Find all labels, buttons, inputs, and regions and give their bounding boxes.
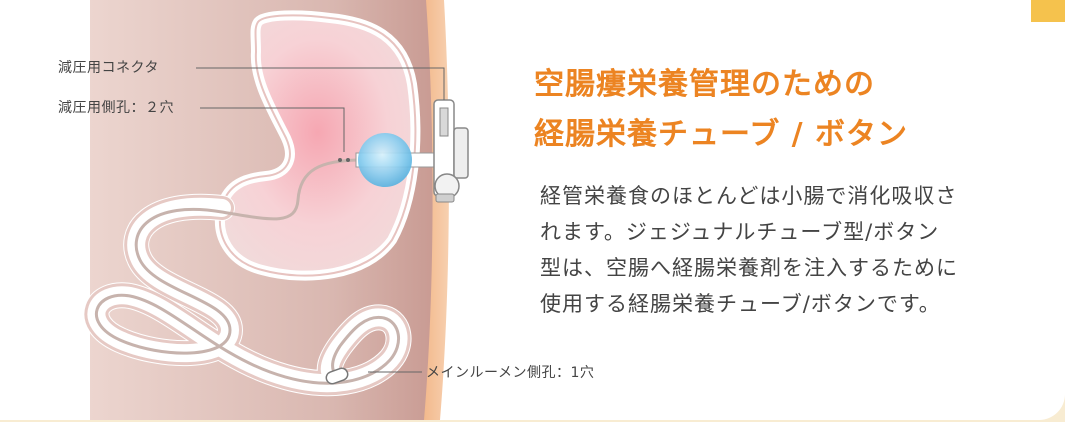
jejunostomy-illustration <box>83 0 469 420</box>
corner-tab <box>1031 0 1065 22</box>
description-line-3: 型は、空腸へ経腸栄養剤を注入するために <box>540 256 958 280</box>
description-line-2: れます。ジェジュナルチューブ型/ボタン <box>540 220 940 244</box>
tube-tip <box>325 367 349 385</box>
description-line-4: 使用する経腸栄養チューブ/ボタンです。 <box>540 292 941 316</box>
title-line-1: 空腸瘻栄養管理のための <box>534 67 875 102</box>
feeding-tube <box>95 158 442 385</box>
balloon <box>358 133 412 187</box>
label-decompression-side-holes: 減圧用側孔：２穴 <box>58 100 174 116</box>
label-decompression-connector: 減圧用コネクタ <box>58 60 159 76</box>
title-line-2: 経腸栄養チューブ / ボタン <box>534 117 909 152</box>
description: 経管栄養食のほとんどは小腸で消化吸収さ れます。ジェジュナルチューブ型/ボタン … <box>540 178 1010 322</box>
description-line-1: 経管栄養食のほとんどは小腸で消化吸収さ <box>540 184 958 208</box>
label-main-lumen-side-hole: メインルーメン側孔：1穴 <box>426 365 595 381</box>
page-title: 空腸瘻栄養管理のための 経腸栄養チューブ / ボタン <box>534 60 908 160</box>
external-connector <box>433 99 469 203</box>
